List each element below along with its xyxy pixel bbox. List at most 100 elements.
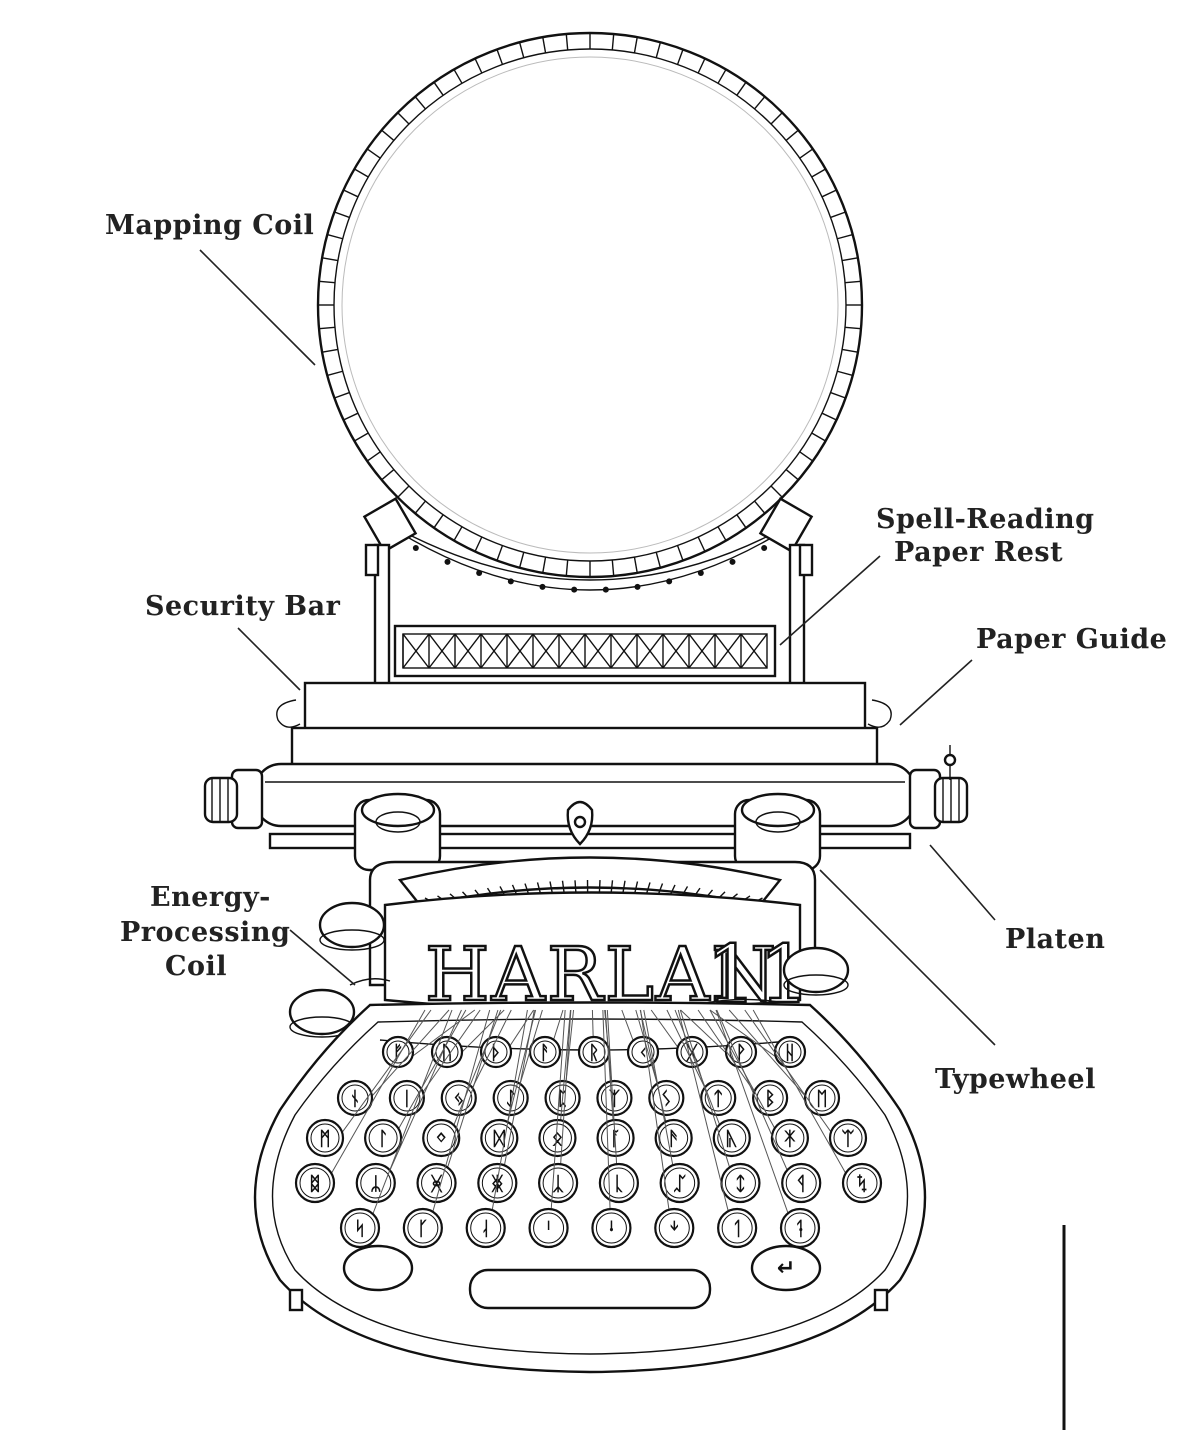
mapping-coil — [316, 31, 864, 579]
key-glyph: ᚹ — [735, 1042, 746, 1064]
left-space-key — [342, 1244, 414, 1292]
keycap — [364, 1118, 403, 1158]
key-glyph: ᛥ — [309, 1173, 320, 1195]
key-glyph: ᛃ — [453, 1088, 464, 1110]
key-lever — [602, 1009, 612, 1248]
keycap-rim — [386, 1040, 410, 1064]
keycap-rim — [785, 1167, 817, 1199]
keycap-rim — [833, 1123, 863, 1153]
key-glyph: ᛁ — [401, 1088, 412, 1110]
key-glyph: ᚱ — [588, 1042, 599, 1064]
keycap — [538, 1162, 579, 1204]
key-lever — [359, 1009, 453, 1248]
key-glyph: ᛐ — [731, 1218, 742, 1240]
callout-platen: Platen — [929, 844, 1105, 955]
keyboard-key: ᛏ — [666, 1009, 737, 1117]
keycap-rim — [721, 1212, 753, 1244]
keyboard-key: ᛪ — [752, 1009, 883, 1204]
label-typewheel: Typewheel — [935, 1064, 1096, 1095]
key-glyph: ᛎ — [669, 1218, 680, 1240]
keyboard-key: ᛌ — [528, 1009, 569, 1249]
spell-reading-paper-rest — [393, 624, 777, 678]
key-glyph: ᚲ — [637, 1042, 648, 1064]
key-glyph: ᚺ — [784, 1042, 795, 1064]
keyboard-key: ᛢ — [643, 1009, 700, 1204]
keycap — [700, 1079, 737, 1117]
key-glyph: ᚳ — [613, 1173, 624, 1195]
key-glyph: ᚦ — [490, 1042, 501, 1064]
key-glyph: ᛩ — [796, 1173, 807, 1195]
keycap-rim — [445, 1084, 473, 1112]
keycap-rim — [659, 1123, 689, 1153]
security-bar — [276, 681, 892, 770]
keycap — [596, 1118, 635, 1158]
keycap — [717, 1207, 758, 1249]
keycap-rim — [603, 1167, 635, 1199]
key-lever — [548, 1009, 566, 1248]
key-glyph: ᚠ — [392, 1042, 403, 1064]
keyboard-key: ᛠ — [744, 1009, 868, 1158]
key-lever — [752, 1009, 863, 1203]
keycap-rim — [533, 1212, 565, 1244]
keycap-rim — [368, 1123, 398, 1153]
keyboard-key: ᛡ — [709, 1009, 809, 1158]
keycap — [648, 1079, 685, 1117]
keycap — [416, 1162, 457, 1204]
keycap — [355, 1162, 396, 1204]
keyboard-key: ᚾ — [336, 1009, 450, 1117]
keycap — [339, 1207, 381, 1249]
keyboard-key: ᛁ — [388, 1009, 481, 1117]
leader-security-bar — [237, 627, 301, 691]
platen-knob-right — [933, 745, 969, 824]
callout-mapping-coil: Mapping Coil — [105, 210, 316, 366]
keycap — [841, 1162, 883, 1204]
keyboard-key: ᚸ — [416, 1009, 499, 1204]
keycap-rim — [407, 1212, 439, 1244]
keyboard-key: ᚺ — [709, 1009, 807, 1069]
keycap-rim — [582, 1040, 606, 1064]
key-glyph: ᛏ — [713, 1088, 724, 1110]
keycap-rim — [808, 1084, 836, 1112]
keycap — [422, 1118, 461, 1158]
keycap — [770, 1118, 809, 1158]
keycap-rim — [470, 1212, 502, 1244]
keyboard-key: ᛞ — [480, 1009, 537, 1158]
key-glyph: ᚨ — [539, 1042, 550, 1064]
keycap-rim — [600, 1084, 628, 1112]
keyboard-key: ᛍ — [591, 1009, 632, 1249]
key-glyph: ᚸ — [430, 1173, 443, 1195]
keycap-rim — [664, 1167, 696, 1199]
keycap-rim — [484, 1123, 514, 1153]
keycap-rim — [778, 1040, 802, 1064]
keycap-rim — [542, 1167, 574, 1199]
keycap — [305, 1118, 345, 1158]
callout-paper-guide: Paper Guide — [899, 624, 1167, 726]
keyboard-key: ᛨ — [679, 1009, 761, 1204]
keyboard-key: ᛋ — [339, 1009, 453, 1249]
keycap-rim — [595, 1212, 627, 1244]
platen-knob-left — [203, 776, 239, 824]
key-glyph: ᛗ — [319, 1128, 330, 1150]
keycap — [402, 1207, 443, 1249]
key-glyph: ᛟ — [552, 1128, 563, 1150]
key-glyph: ᛡ — [784, 1128, 796, 1150]
keyboard-key: ᛐ — [677, 1009, 758, 1249]
key-lever — [677, 1009, 738, 1248]
label-paper-guide: Paper Guide — [976, 624, 1167, 655]
keycap — [659, 1162, 700, 1204]
keycap-rim — [549, 1084, 577, 1112]
coil-support-band — [362, 497, 814, 593]
label-spell-reading-line1: Spell-Reading — [876, 504, 1095, 535]
keyboard-key: ᛩ — [716, 1009, 822, 1204]
keyboard-key: ᚷ — [650, 1009, 709, 1069]
keycap-rim — [846, 1167, 878, 1199]
label-energy-line1: Energy- — [150, 882, 271, 913]
key-glyph: ᛑ — [794, 1218, 805, 1240]
callout-security-bar: Security Bar — [145, 591, 340, 691]
key-glyph: ᛢ — [674, 1173, 686, 1195]
keycap-rim — [756, 1084, 784, 1112]
keycap-rim — [533, 1040, 557, 1064]
leader-energy-coil — [289, 929, 356, 986]
callout-energy-processing-coil: Energy- Processing Coil — [120, 882, 356, 986]
